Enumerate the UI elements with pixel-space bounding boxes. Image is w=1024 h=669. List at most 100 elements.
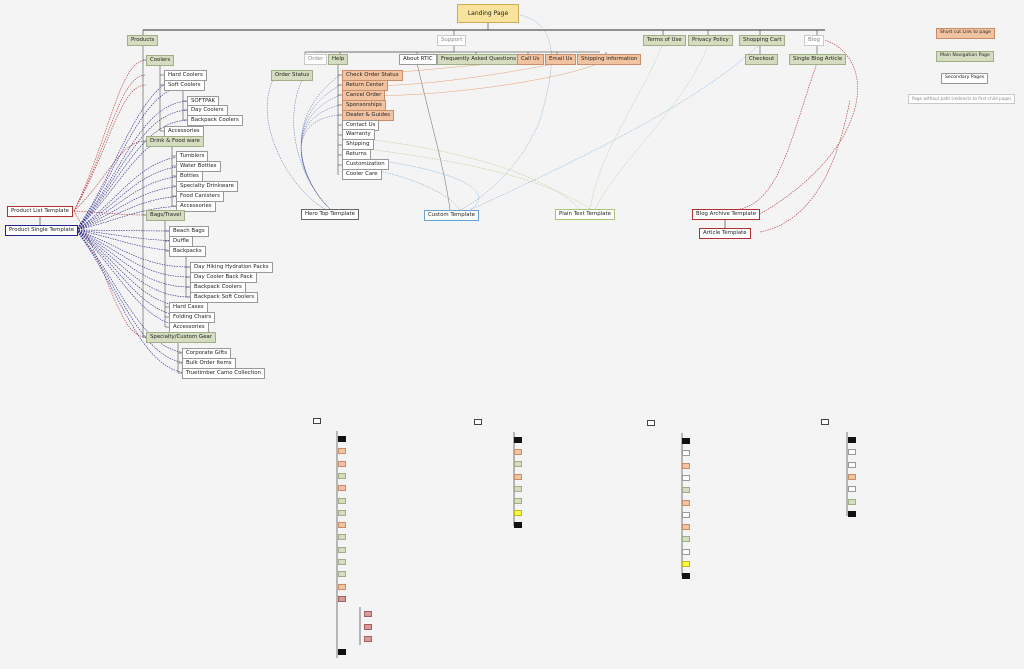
connector [75,229,191,288]
connector [75,155,191,231]
template-section [338,534,346,541]
connector [75,185,191,231]
legend-no-path: Page without path (redirects to first ch… [908,94,1016,105]
template-section [338,595,346,602]
bags-travel-node: Bags/Travel [146,210,186,222]
template-section [682,524,690,531]
connector [301,84,341,210]
cooler-care-node: Cooler Care [342,169,382,181]
template-title [313,418,321,424]
connector [75,119,191,231]
checkout-node: Checkout [745,54,779,66]
connector [75,229,191,278]
blog-archive-template-node: Blog Archive Template [692,209,761,221]
template-section [338,509,346,516]
connector [759,39,858,215]
connector [75,229,191,298]
template-section [514,461,522,468]
support-node: Support [437,35,467,47]
shipping-info-node: Shipping information [577,54,642,66]
products-node: Products [127,35,159,47]
connector [73,210,147,216]
connector [374,139,581,210]
template-section [338,497,346,504]
connector [75,229,191,308]
template-section [682,536,690,543]
connector [594,43,709,210]
footer-block [338,649,346,656]
template-section [514,510,522,517]
connector [266,75,326,210]
custom-template-node: Custom Template [424,210,479,222]
template-section [848,449,856,456]
backpacks-node: Backpacks [169,246,206,258]
backpack-coolers-node: Backpack Coolers [187,115,243,127]
template-section [682,511,690,518]
connector [589,43,664,210]
about-node: About RTIC [399,54,437,66]
truetimber-node: Truetimber Camo Collection [182,368,265,380]
connector [75,229,191,328]
template-section [514,473,522,480]
connector [374,169,461,211]
product-single-template-node: Product Single Template [5,225,79,237]
hero-top-template-node: Hero Top Template [301,209,359,221]
template-section [848,461,856,468]
navigation-block [514,437,522,443]
connector [75,229,191,252]
article-card [364,635,372,642]
shopping-cart-node: Shopping Cart [739,35,786,47]
order-status-node: Order Status [271,70,314,82]
drink-food-node: Drink & Food ware [146,136,204,148]
connector [739,62,818,210]
connector [374,159,479,211]
template-section [514,522,522,529]
legend-shortcut: Short cut Link to page [936,28,995,39]
template-section [682,561,690,567]
connector [459,11,552,211]
template-section [338,571,346,578]
coolers-node: Coolers [146,55,175,67]
template-section [514,449,522,456]
blog-node: Blog [804,35,824,47]
template-section [682,474,690,481]
help-node: Help [328,54,349,66]
template-section [848,486,856,493]
template-section [338,559,346,565]
template-section [338,472,346,479]
template-section [338,485,346,492]
legend-secondary: Secondary Pages [941,73,989,84]
navigation-block [338,436,346,442]
connector [75,229,191,268]
call-us-node: Call Us [517,54,544,66]
template-section [848,498,856,505]
connector [300,114,341,210]
connector [759,99,851,233]
connector [75,229,191,354]
connector [301,74,341,210]
template-section [682,548,690,555]
template-section [682,462,690,469]
navigation-block [848,437,856,443]
faq-node: Frequently Asked Questions [437,54,521,66]
accessories-node: Accessories [176,201,216,213]
product-list-template-node: Product List Template [7,206,73,218]
connector [73,74,147,212]
template-section [338,448,346,455]
connector [73,59,147,212]
plain-text-template-node: Plain Text Template [555,209,615,221]
connector [374,149,591,210]
connector [73,140,147,212]
legend-main-nav: Main Navigation Page [936,51,994,62]
email-us-node: Email Us [545,54,577,66]
template-section [682,573,690,580]
template-title [647,420,655,426]
connector [73,210,147,338]
template-section [338,522,346,529]
soft-coolers-node: Soft Coolers [164,80,205,92]
connector [75,229,191,232]
connector [75,229,191,364]
template-section [682,450,690,457]
template-section [848,510,856,517]
order-node: Order [304,54,328,66]
